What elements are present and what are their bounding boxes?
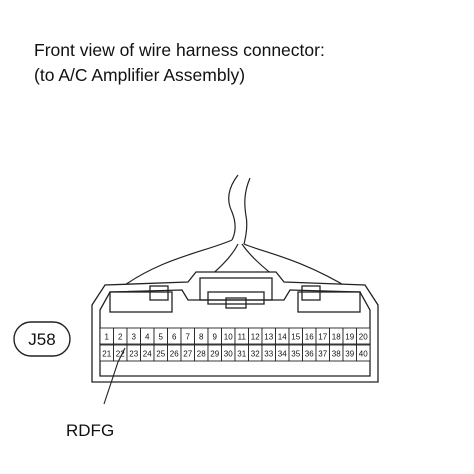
terminal-number: 4 (145, 333, 150, 342)
terminal-number: 10 (224, 333, 233, 342)
terminal-number: 3 (132, 333, 137, 342)
terminal-number: 25 (156, 350, 165, 359)
terminal-number: 31 (237, 350, 246, 359)
terminal-number: 8 (199, 333, 204, 342)
terminal-number: 19 (345, 333, 354, 342)
terminal-number: 34 (278, 350, 287, 359)
terminal-number: 28 (197, 350, 206, 359)
terminal-row-bottom: 21 22 23 24 25 26 27 28 29 30 31 32 33 34 35 36 37 38 39 40 (99, 344, 371, 362)
terminal-number: 40 (359, 350, 368, 359)
terminal-number: 27 (183, 350, 192, 359)
terminal-number: 33 (264, 350, 273, 359)
terminal-number: 36 (305, 350, 314, 359)
callout-leader-line (103, 347, 126, 405)
terminal-number: 26 (170, 350, 179, 359)
terminal-number: 21 (102, 350, 111, 359)
terminal-number: 12 (251, 333, 260, 342)
terminal-number: 7 (186, 333, 191, 342)
terminal-number: 9 (213, 333, 218, 342)
harness-wire-right (243, 243, 353, 291)
terminal-number: 30 (224, 350, 233, 359)
terminal-number: 18 (332, 333, 341, 342)
terminal-number: 1 (105, 333, 110, 342)
wire-harness (117, 174, 353, 291)
terminal-number: 16 (305, 333, 314, 342)
callout-label: RDFG (66, 421, 114, 440)
connector-code-text: J58 (28, 330, 55, 349)
terminal-number: 35 (291, 350, 300, 359)
terminal-number: 15 (291, 333, 300, 342)
terminal-number: 17 (318, 333, 327, 342)
terminal-number: 38 (332, 350, 341, 359)
terminal-number: 29 (210, 350, 219, 359)
caption-line-2: (to A/C Amplifier Assembly) (34, 65, 246, 85)
terminal-number: 6 (172, 333, 177, 342)
terminal-number: 20 (359, 333, 368, 342)
terminal-number: 32 (251, 350, 260, 359)
terminal-cell (356, 344, 371, 362)
diagram-caption: Front view of wire harness connector: (t… (34, 38, 325, 88)
terminal-number: 13 (264, 333, 273, 342)
terminal-number: 24 (143, 350, 152, 359)
terminal-number: 5 (159, 333, 164, 342)
terminal-number: 39 (345, 350, 354, 359)
terminal-number: 37 (318, 350, 327, 359)
connector-code-badge: J58 (13, 321, 71, 357)
terminal-number: 11 (238, 333, 247, 342)
connector-housing (91, 271, 379, 383)
terminal-cell (356, 327, 371, 345)
terminal-number: 22 (116, 350, 125, 359)
terminal-number: 2 (118, 333, 123, 342)
harness-wire-left (117, 239, 233, 291)
terminal-number: 23 (129, 350, 138, 359)
terminal-number: 14 (278, 333, 287, 342)
caption-line-1: Front view of wire harness connector: (34, 40, 325, 60)
